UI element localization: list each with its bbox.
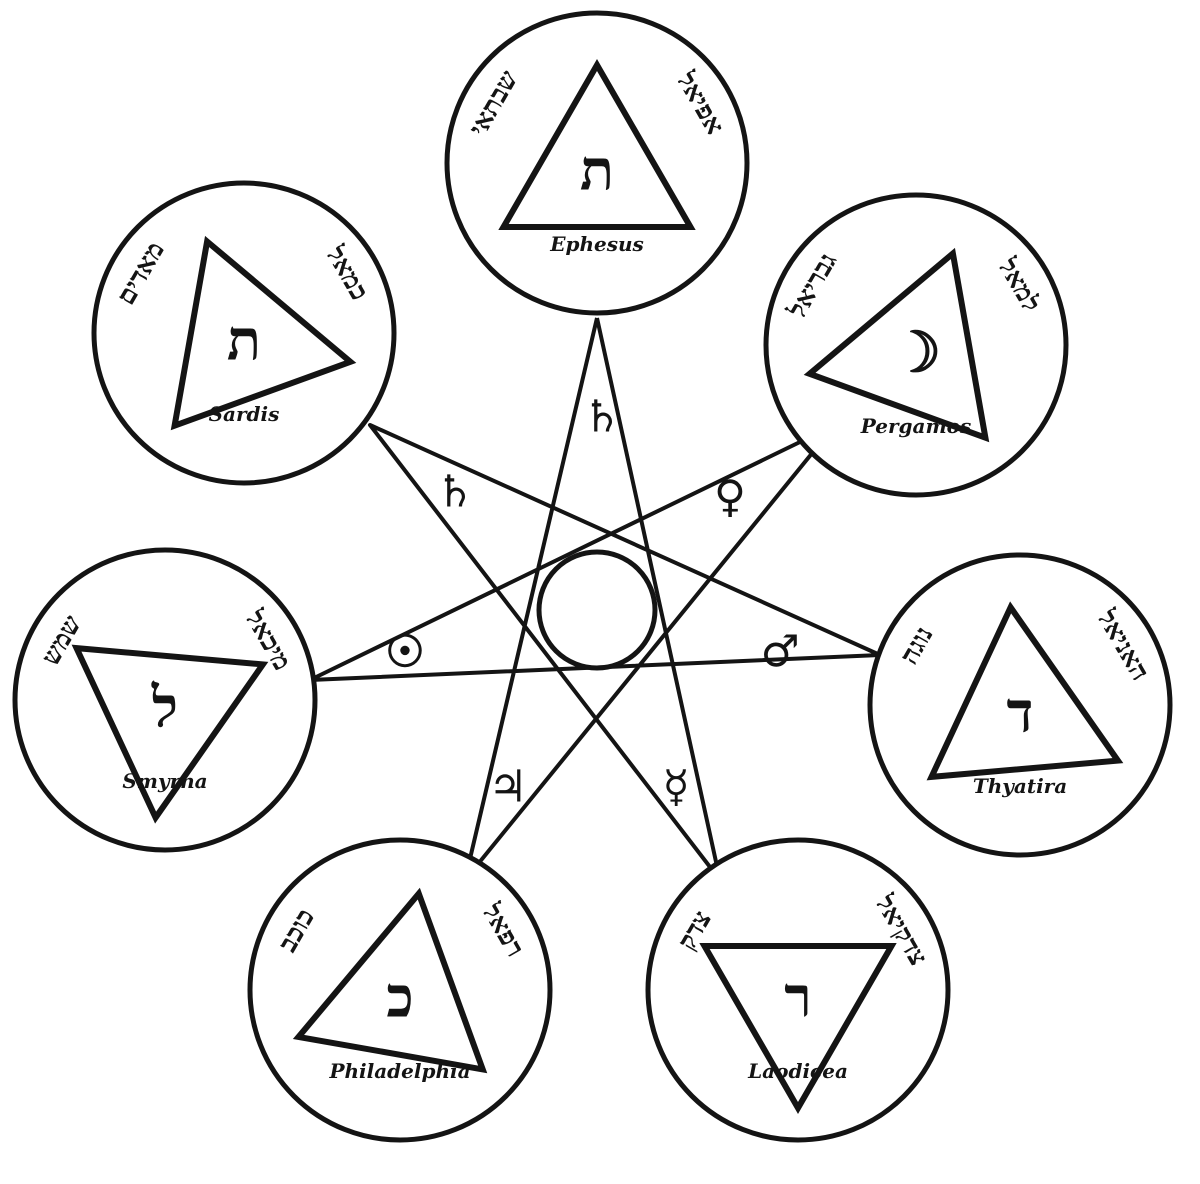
planet-symbol: ♀ [714, 472, 746, 523]
planet-symbol: ☉ [385, 627, 424, 678]
seal-triangle [292, 887, 488, 1074]
seal-letter: ת [227, 308, 261, 374]
planet-symbols: ♄ ♀ ♂ ☿ ♃ ☉ ♄ [385, 392, 799, 813]
center-circle [536, 549, 658, 671]
seal-triangle [926, 601, 1124, 781]
seal-label: Laodicea [747, 1059, 848, 1083]
seal-label: Pergamos [860, 414, 971, 438]
seal-ring [867, 552, 1173, 858]
seal-label: Ephesus [549, 232, 644, 256]
seal-letter: ל [151, 675, 178, 741]
seal-triangle [71, 644, 269, 824]
seal-letter: ד [1007, 680, 1034, 746]
seal-letter: ר [784, 965, 812, 1031]
seal-letter: ☽ [891, 320, 941, 386]
planet-symbol: ☿ [662, 762, 689, 813]
seal-letter: כ [386, 965, 413, 1031]
seal-triangle [699, 943, 897, 1115]
seal-label: Philadelphia [328, 1059, 470, 1083]
seal-triangle [498, 58, 696, 230]
seal-triangle [170, 235, 357, 431]
seal-triangle [803, 247, 990, 443]
seal-label: Smyrna [122, 769, 207, 793]
seal-ring [91, 180, 397, 486]
planet-symbol: ♄ [435, 467, 474, 518]
seal-ring [645, 837, 951, 1143]
seal-label: Sardis [209, 402, 280, 426]
seal-ring [12, 547, 318, 853]
planet-symbol: ♃ [488, 762, 527, 813]
planet-symbol: ♄ [582, 392, 621, 443]
seal-label: Thyatira [973, 774, 1067, 798]
seal-letter: ת [580, 138, 614, 204]
seal-ring [763, 192, 1069, 498]
seal-ring [444, 10, 750, 316]
planet-symbol: ♂ [760, 627, 799, 678]
